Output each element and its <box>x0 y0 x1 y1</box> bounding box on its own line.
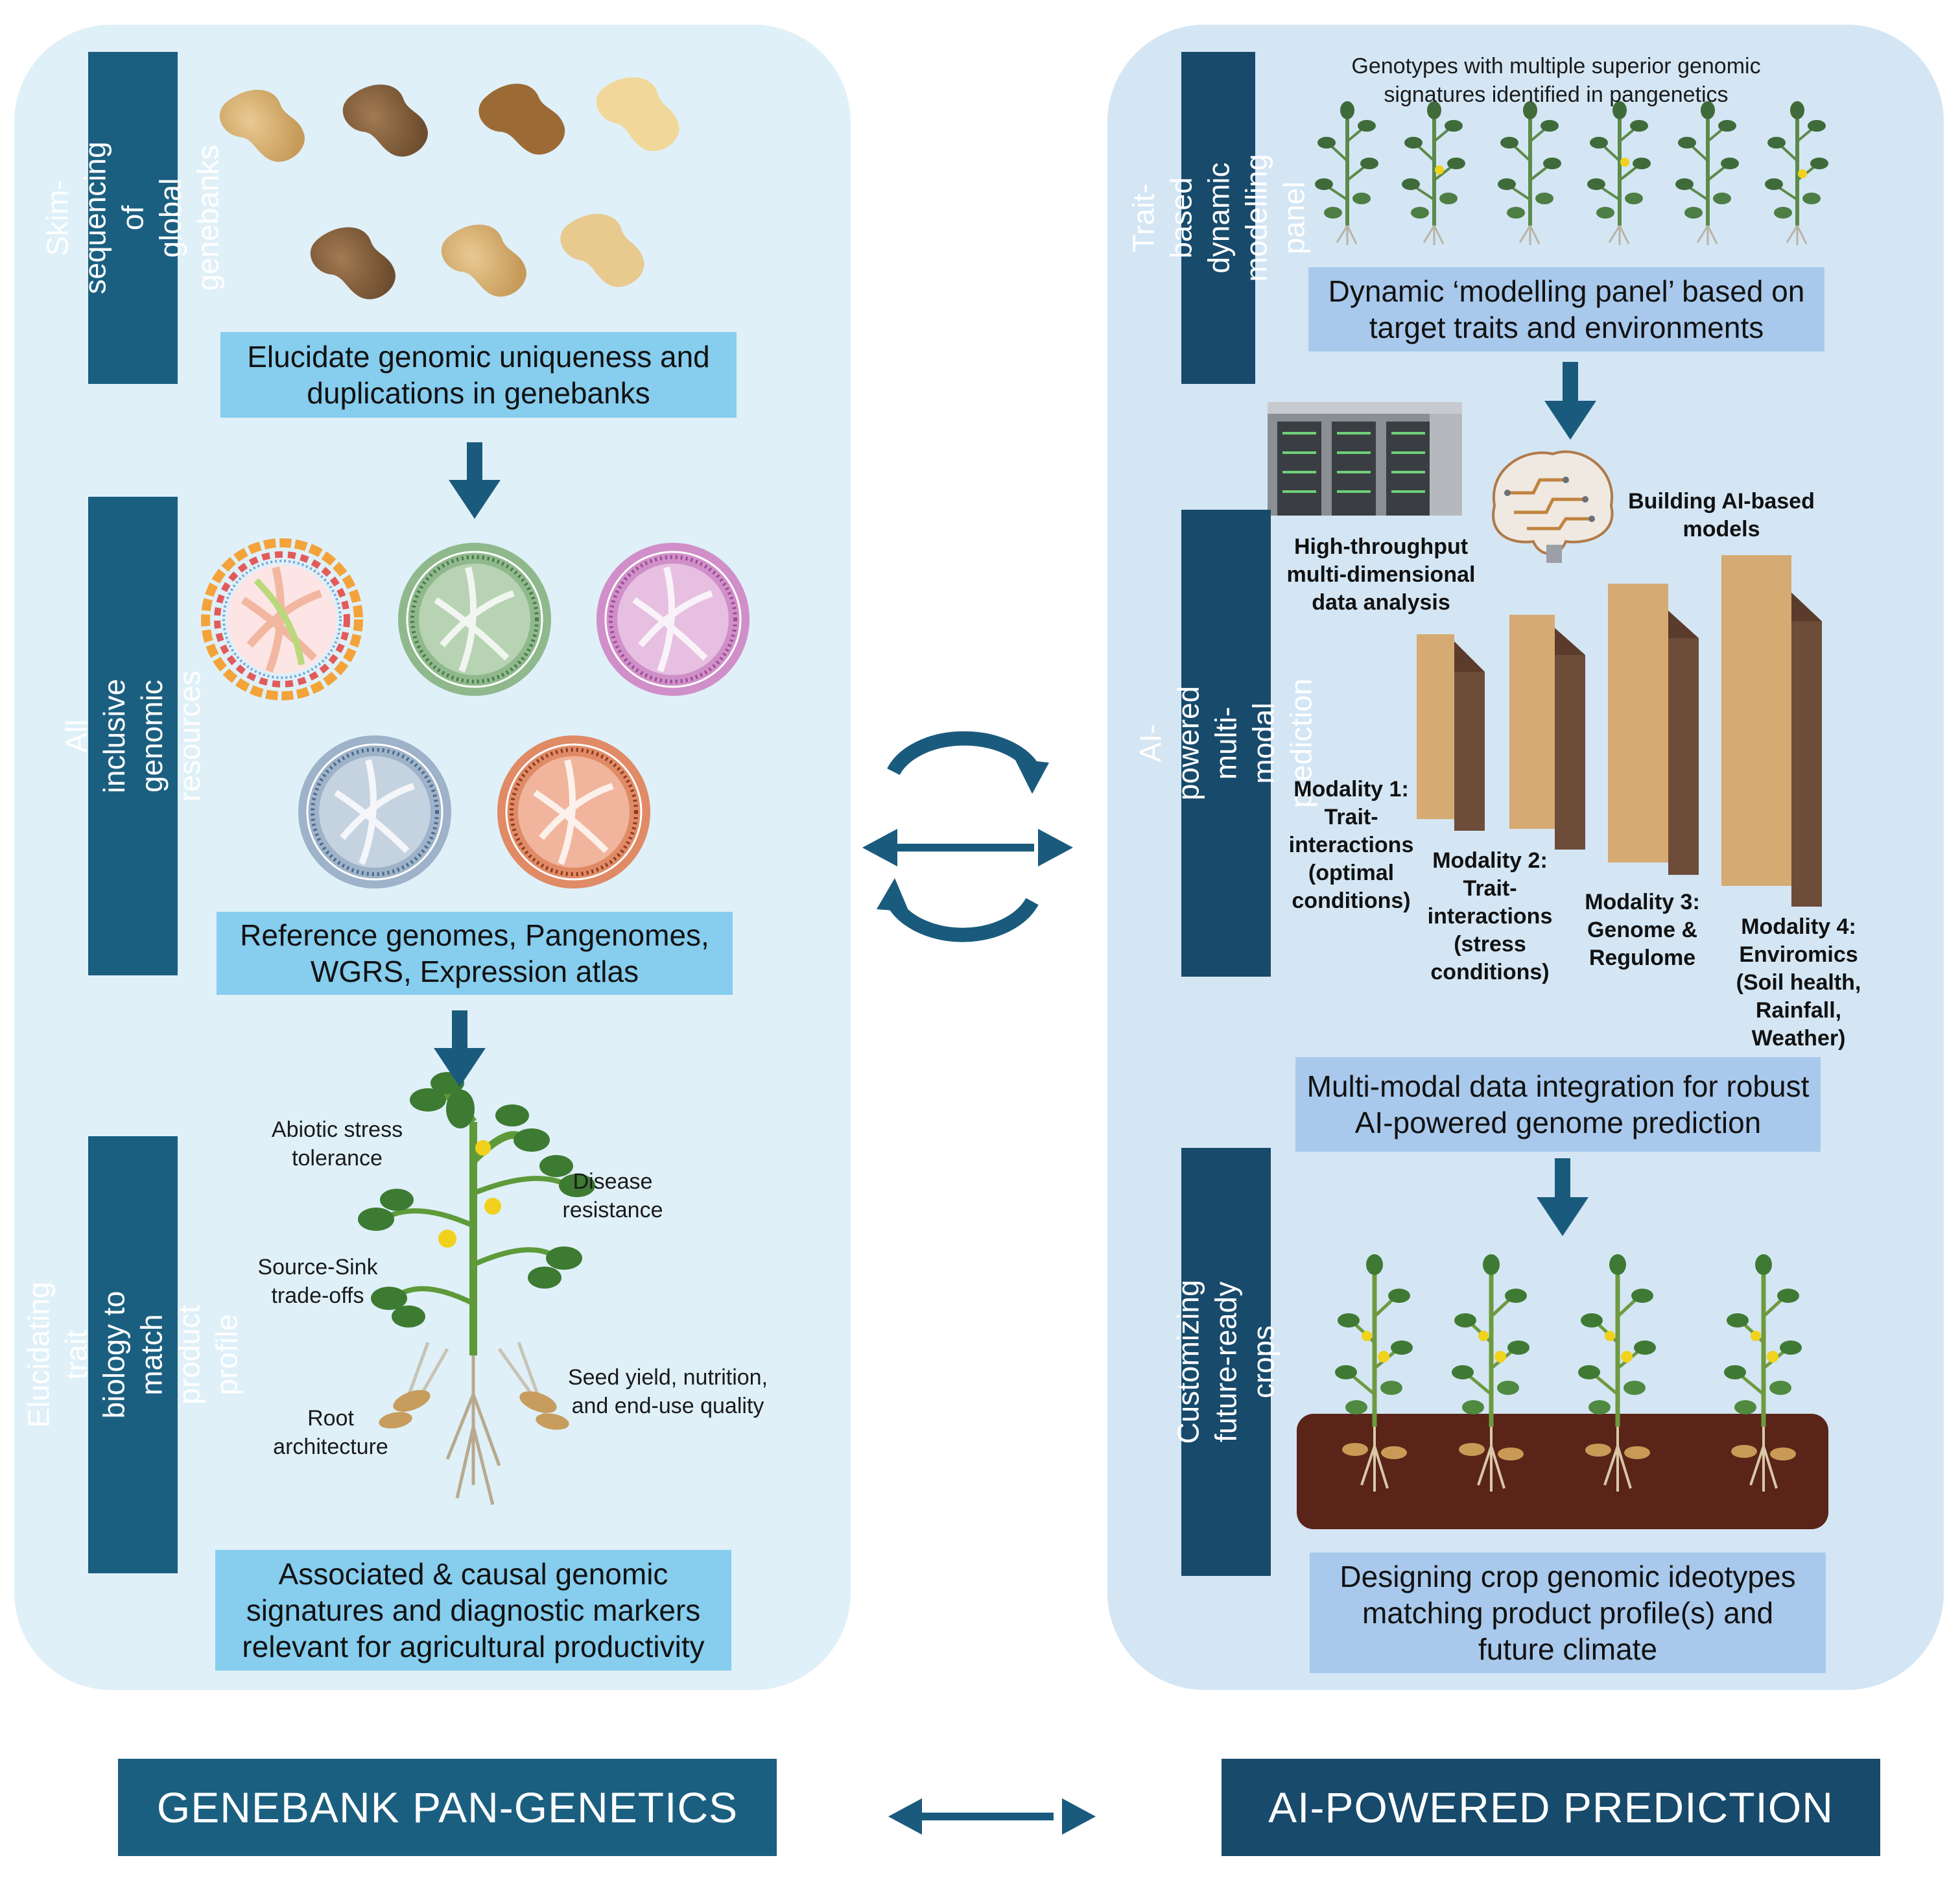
ai-brain-icon <box>1492 450 1614 563</box>
abiotic-stress-note: Abiotic stress tolerance <box>271 1117 403 1171</box>
data-block-icons <box>1417 555 1822 907</box>
root-architecture-note: Root architecture <box>273 1406 388 1459</box>
peanut-plant-icon <box>358 1072 595 1505</box>
modality-4-label: Modality 4: Enviromics (Soil health, Rai… <box>1736 914 1861 1051</box>
ai-models-label: Building AI-based models <box>1628 489 1815 542</box>
crop-ideotypes-callout: Designing crop genomic ideotypes matchin… <box>1310 1553 1826 1673</box>
future-ready-crops-label: Customizing future-ready crops <box>1172 1148 1281 1576</box>
high-throughput-label: High-throughput multi-dimensional data a… <box>1286 534 1476 615</box>
modality-1-label: Modality 1: Trait- interactions (optimal… <box>1288 777 1414 913</box>
modelling-panel-callout: Dynamic ‘modelling panel’ based on targe… <box>1308 267 1824 351</box>
genotypes-note: Genotypes with multiple superior genomic… <box>1351 54 1761 107</box>
plant-icons <box>1315 101 1828 245</box>
modality-3-label: Modality 3: Genome & Regulome <box>1585 890 1700 970</box>
circos-plot-icons <box>201 538 750 888</box>
footer-ai-powered-prediction: AI-POWERED PREDICTION <box>1222 1759 1880 1856</box>
cycle-arrows-icon <box>887 731 1039 942</box>
skim-sequencing-label: Skim-sequencing of global genebanks <box>41 52 225 384</box>
genomic-signatures-callout: Associated & causal genomic signatures a… <box>215 1550 731 1671</box>
soil-bed-icon <box>1297 1254 1828 1529</box>
server-icon <box>1268 402 1462 516</box>
footer-double-arrow-icon <box>888 1798 1096 1835</box>
modelling-panel-label: Trait-based dynamic modelling panel <box>1126 52 1310 384</box>
footer-genebank-pan-genetics: GENEBANK PAN-GENETICS <box>118 1759 777 1856</box>
down-arrow-icons <box>434 362 1596 1236</box>
genomic-resources-label: All inclusive genomic resources <box>60 497 206 975</box>
double-arrow-icon <box>862 829 1073 866</box>
genebank-uniqueness-callout: Elucidate genomic uniqueness and duplica… <box>220 332 737 418</box>
trait-biology-label: Elucidating trait biology to match produ… <box>22 1136 244 1573</box>
disease-resistance-note: Disease resistance <box>562 1169 663 1222</box>
reference-genomes-callout: Reference genomes, Pangenomes, WGRS, Exp… <box>217 912 733 995</box>
source-sink-note: Source-Sink trade-offs <box>257 1255 378 1308</box>
seed-yield-note: Seed yield, nutrition, and end-use quali… <box>567 1365 768 1418</box>
multi-modal-prediction-label: AI-powered multi-modal prediction <box>1134 510 1318 977</box>
peanut-icons <box>212 63 687 318</box>
cycle-arrow-heads <box>877 759 1049 912</box>
modality-2-label: Modality 2: Trait- interactions (stress … <box>1427 848 1553 984</box>
data-integration-callout: Multi-modal data integration for robust … <box>1295 1057 1821 1152</box>
